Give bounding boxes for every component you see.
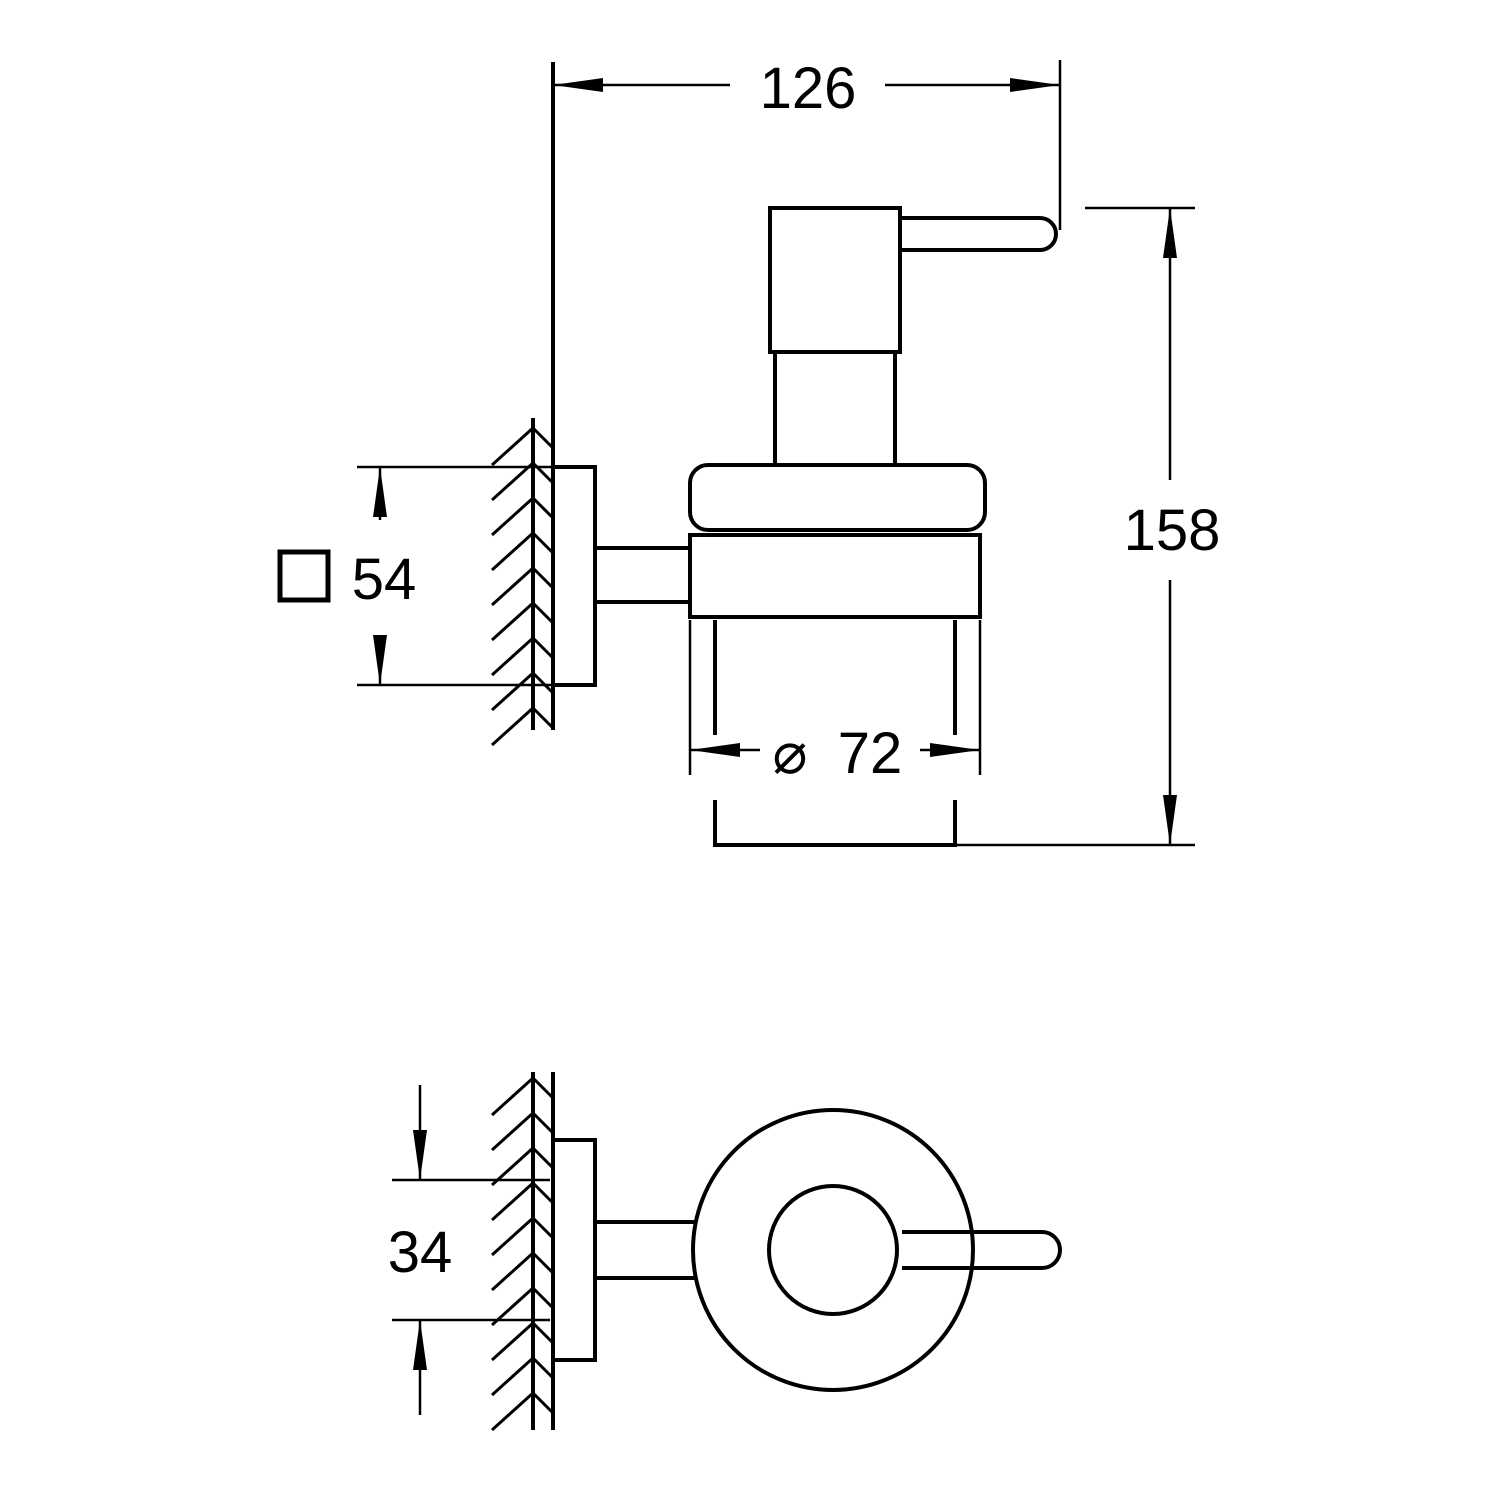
wall-hatch-line [490,1181,535,1222]
wall-hatch-line [531,671,555,695]
dimension-width [553,60,1062,230]
glass-container [713,620,957,847]
dimension-width-label: 126 [760,56,857,121]
wall-hatch-line [490,566,535,607]
dimension-plate-label: 54 [352,547,417,612]
diameter-symbol: ⌀ [773,721,808,786]
wall-hatch-line [490,706,535,747]
wall-hatch-line [531,1111,555,1135]
dimension-hole-spacing [392,1085,550,1415]
pump-head-top [767,1184,899,1316]
wall-hatch-line [490,601,535,642]
wall-hatch-line [531,496,555,520]
wall-hatch-line [490,1286,535,1327]
dimension-height-label: 158 [1124,498,1221,563]
wall-hatch-line [490,671,535,712]
wall-hatch-line [531,1391,555,1415]
wall-hatch-line [490,1321,535,1362]
wall-hatch-line [490,496,535,537]
dimension-height [955,206,1195,847]
wall-hatch-line [490,1391,535,1432]
wall-hatch-line [490,1076,535,1117]
wall-hatch-line [531,426,555,450]
wall-hatch-line [531,1286,555,1310]
holder-ring [688,533,982,619]
wall-hatch-line [531,461,555,485]
dimension-diameter-label: 72 [838,721,903,786]
dimension-plate [357,465,595,687]
support-rod-top [595,1220,694,1280]
pump-cap-base [688,463,987,532]
support-rod-front [595,546,690,604]
wall-hatch-line [490,1146,535,1187]
wall-hatch-line [531,566,555,590]
wall-hatch-line [531,1356,555,1380]
wall-hatch-line [531,1216,555,1240]
dimension-hole-spacing-label: 34 [388,1220,453,1285]
wall-hatch-line [531,1321,555,1345]
wall-hatch-line [490,1216,535,1257]
wall-hatch-line [490,1251,535,1292]
wall-hatch-line [531,706,555,730]
wall-hatch-line [531,1181,555,1205]
wall-hatch-line [490,426,535,467]
wall-hatch-line [490,1356,535,1397]
wall-hatch-line [531,1076,555,1100]
wall-plate-top [551,1138,597,1362]
wall-hatch-line [531,1146,555,1170]
wall-hatch-line [531,531,555,555]
pump-spout [900,216,1058,252]
wall-hatch-line [531,1251,555,1275]
dimension-diameter [688,620,982,775]
wall-section-top [531,62,555,730]
wall-plate-front [551,465,597,687]
wall-hatch-line [531,601,555,625]
wall-hatch-line [490,1111,535,1152]
pump-neck [773,352,897,463]
wall-hatch-line [490,636,535,677]
wall-hatch-line [490,531,535,572]
wall-hatch-line [490,461,535,502]
pump-spout-top [902,1230,1062,1270]
holder-ring-top [691,1108,975,1392]
wall-hatch-line [531,636,555,660]
square-icon [277,549,331,603]
pump-head [768,206,902,354]
